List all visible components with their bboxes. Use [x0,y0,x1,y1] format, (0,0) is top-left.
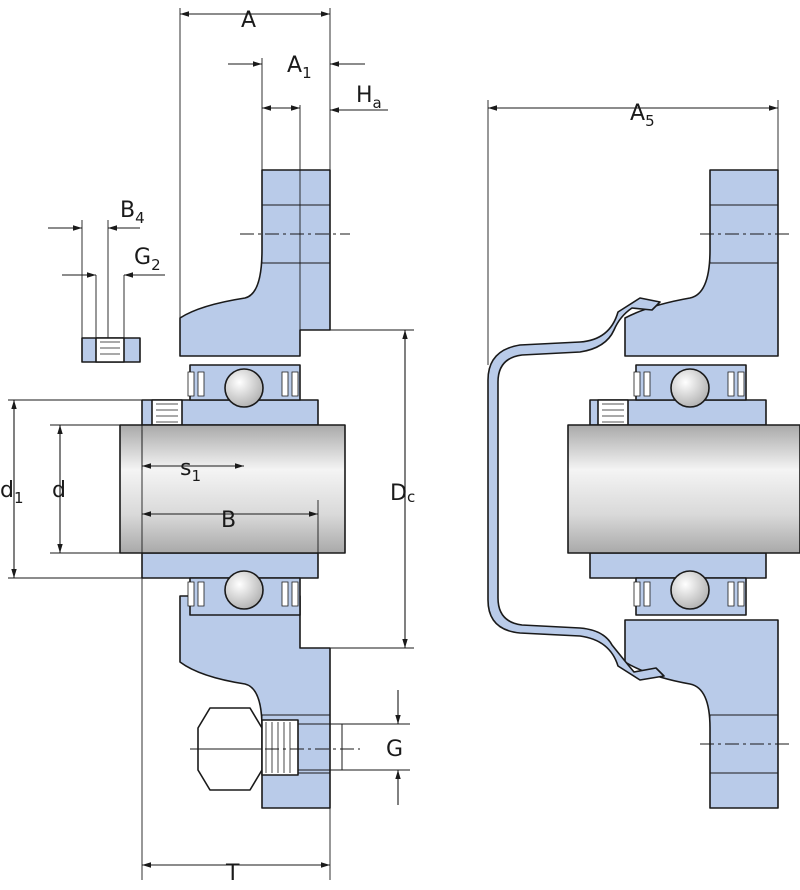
label-Ha: Ha [356,83,382,112]
label-A: A [241,8,256,33]
housing-upper-right [624,169,779,357]
housing-upper [179,169,331,357]
label-B: B [221,508,236,533]
ball-upper [224,368,264,408]
label-B4: B4 [120,198,145,227]
shaft-right [567,424,800,554]
label-d: d [52,478,66,503]
housing-lower-right [624,619,779,809]
dimension-labels: A A1 Ha A5 B4 G2 d1 d s1 B Dc G T [0,8,655,886]
label-d1: d1 [0,478,24,507]
shaft-left [119,424,346,554]
label-G: G [386,737,403,762]
label-Dc: Dc [390,481,415,506]
right-view [487,100,800,809]
label-s1: s1 [180,456,201,485]
set-screw-detail [81,337,141,363]
left-view [8,8,414,880]
inner-ring-lower [141,552,319,579]
ball-lower [224,570,264,610]
label-A5: A5 [630,101,655,130]
end-cover [487,297,665,681]
label-G2: G2 [134,245,161,274]
flange-bolt [190,707,360,791]
label-T: T [225,861,240,886]
label-A1: A1 [287,53,312,82]
